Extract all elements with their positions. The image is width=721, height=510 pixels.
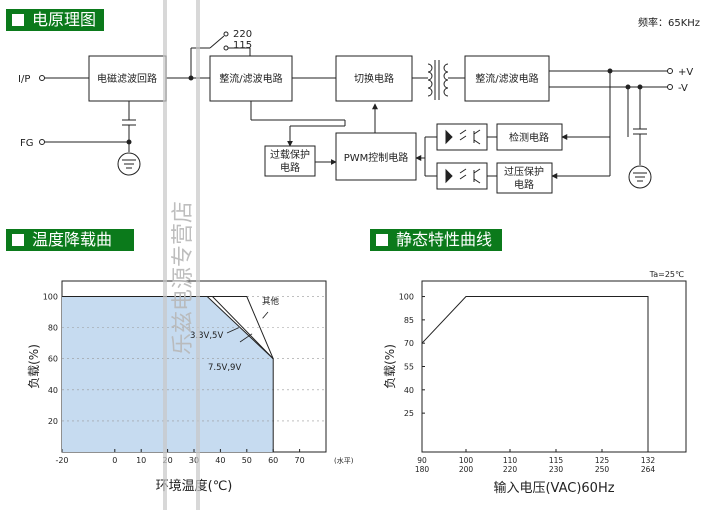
y-tick-label: 100 <box>399 293 414 302</box>
series-leader-0 <box>226 327 240 334</box>
v220-label: 220 <box>233 29 252 40</box>
header-bullet-icon <box>376 234 388 246</box>
header-bullet-icon <box>12 14 24 26</box>
block-rect2-label: 整流/滤波电路 <box>475 72 538 85</box>
x-unit-label: (水平) <box>334 456 354 465</box>
header-schematic-label: 电原理图 <box>32 10 97 29</box>
block-rect2 <box>464 55 550 102</box>
block-rect1-label: 整流/滤波电路 <box>219 72 282 85</box>
schematic-diagram <box>39 31 673 189</box>
block-olp-label-1: 过载保护 <box>270 148 310 161</box>
x-tick-label: 40 <box>215 456 225 465</box>
annotation-label: Ta=25℃ <box>649 270 684 279</box>
block-olp <box>264 145 316 177</box>
block-emi <box>88 55 167 102</box>
block-detect-label: 检测电路 <box>509 131 549 144</box>
header-schematic: 电原理图 <box>6 9 104 31</box>
y-tick-label: 55 <box>404 363 414 372</box>
block-ovp <box>496 162 553 194</box>
x-tick-label: 10 <box>136 456 146 465</box>
fg-label: FG <box>20 138 34 149</box>
x-tick-label: 30 <box>189 456 199 465</box>
series-line-2 <box>62 296 274 359</box>
series-leader-1 <box>239 333 253 343</box>
header-derating-label: 温度降载曲线 <box>12 230 113 271</box>
x-tick-label-top: 100 <box>459 456 474 465</box>
block-olp-label-2: 电路 <box>280 161 300 174</box>
x-axis-title: 环境温度(℃) <box>156 478 233 494</box>
watermark-text: 乐兹电源专营店 <box>171 201 196 355</box>
header-derating: 温度降载曲线 <box>6 229 134 271</box>
x-tick-label-top: 110 <box>503 456 518 465</box>
ip-label: I/P <box>18 74 30 85</box>
watermark-band <box>196 0 200 510</box>
plot-frame <box>421 280 687 453</box>
y-tick-label: 60 <box>48 355 58 364</box>
x-axis-title: 输入电压(VAC)60Hz <box>493 480 614 496</box>
x-tick-label-top: 132 <box>641 456 656 465</box>
y-tick-label: 40 <box>48 386 58 395</box>
y-axis-title: 负载(%) <box>383 344 397 389</box>
schematic-labels: 电磁滤波回路 整流/滤波电路 切换电路 整流/滤波电路 检测电路 PWM控制电路… <box>18 16 700 191</box>
block-pwm-label: PWM控制电路 <box>344 151 409 164</box>
x-tick-label-bottom: 250 <box>595 465 610 474</box>
block-emi-label: 电磁滤波回路 <box>97 72 157 85</box>
y-axis-title: 负载(%) <box>27 344 41 389</box>
series-line-0 <box>421 296 649 452</box>
x-tick-label-bottom: 200 <box>459 465 474 474</box>
x-tick-label-bottom: 180 <box>415 465 430 474</box>
block-ovp-label-2: 电路 <box>514 178 534 191</box>
y-tick-label: 40 <box>404 386 414 395</box>
block-detect <box>496 123 563 151</box>
x-tick-label-bottom: 220 <box>503 465 518 474</box>
optocoupler-icon <box>436 162 488 190</box>
x-tick-label: 70 <box>295 456 305 465</box>
block-pwm <box>335 132 417 181</box>
x-tick-label: -20 <box>55 456 68 465</box>
header-bullet-icon <box>12 234 24 246</box>
frequency-label: 频率：65KHz <box>638 16 700 29</box>
block-ovp-label-1: 过压保护 <box>504 165 544 178</box>
derating-chart: 20 40 60 80 100 -20 0 10 20 30 40 50 60 70 (水平) 3.3V,5V… <box>27 280 354 494</box>
x-tick-label: 0 <box>112 456 117 465</box>
block-switch <box>335 55 413 102</box>
y-tick-label: 25 <box>404 409 414 418</box>
y-tick-label: 85 <box>404 316 414 325</box>
series-label-0: 3.3V,5V <box>190 331 223 341</box>
vminus-label: -V <box>678 83 688 94</box>
y-tick-label: 80 <box>48 324 58 333</box>
x-tick-label-top: 115 <box>549 456 564 465</box>
series-leader-2 <box>262 311 269 319</box>
static-chart: 2540557085100901801002001102201152301252… <box>383 270 687 496</box>
series-label-1: 7.5V,9V <box>208 363 241 373</box>
block-rect1 <box>209 55 293 102</box>
x-tick-label-top: 90 <box>417 456 427 465</box>
x-tick-label: 20 <box>163 456 173 465</box>
optocoupler-icon <box>436 123 488 151</box>
x-tick-label-top: 125 <box>595 456 610 465</box>
x-tick-label-bottom: 230 <box>549 465 564 474</box>
series-fill-area <box>62 296 274 452</box>
x-tick-label-bottom: 264 <box>641 465 656 474</box>
x-tick-label: 60 <box>268 456 278 465</box>
series-label-2: 其他 <box>262 296 280 307</box>
block-switch-label: 切换电路 <box>354 72 394 85</box>
vplus-label: +V <box>678 67 693 78</box>
y-tick-label: 70 <box>404 339 414 348</box>
watermark-band <box>163 0 167 510</box>
v115-label: 115 <box>233 40 252 51</box>
header-static-label: 静态特性曲线 <box>396 230 493 249</box>
header-static: 静态特性曲线 <box>370 229 502 251</box>
y-tick-label: 20 <box>48 417 58 426</box>
y-tick-label: 100 <box>43 293 58 302</box>
x-tick-label: 50 <box>242 456 252 465</box>
